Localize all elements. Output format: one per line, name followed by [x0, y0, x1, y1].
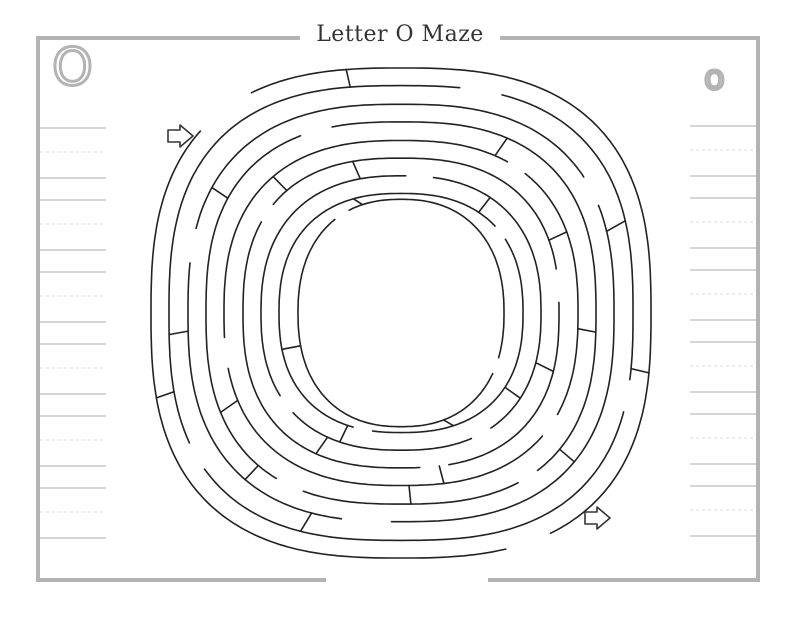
- maze-ring: [242, 157, 560, 469]
- maze-ring: [150, 67, 652, 559]
- uppercase-letter: O: [51, 37, 95, 100]
- maze-wall: [219, 399, 239, 414]
- maze-wall: [244, 464, 260, 481]
- lowercase-letter: o: [703, 57, 727, 100]
- maze-wall: [548, 231, 568, 241]
- maze-wall: [494, 137, 509, 157]
- maze-wall: [315, 436, 329, 455]
- worksheet-title: Letter O Maze: [300, 20, 500, 50]
- maze-ring: [205, 121, 597, 505]
- finish-arrow-icon: [584, 506, 611, 530]
- handwriting-guides-left: [40, 127, 106, 539]
- maze-ring: [187, 103, 615, 523]
- maze-wall: [211, 186, 229, 199]
- maze-wall: [605, 220, 627, 233]
- maze-wall: [442, 419, 455, 427]
- start-arrow-icon: [167, 124, 194, 148]
- maze-wall: [477, 196, 491, 214]
- maze-wall: [576, 327, 597, 333]
- maze-wall: [338, 424, 349, 443]
- maze-wall: [299, 512, 313, 533]
- maze-ring: [223, 139, 579, 487]
- maze-wall: [168, 330, 189, 336]
- maze-wall: [281, 344, 302, 351]
- maze-wall: [438, 465, 445, 485]
- handwriting-guides-right: [690, 125, 756, 537]
- maze-wall: [408, 484, 412, 505]
- maze-ring: [168, 84, 634, 542]
- maze-wall: [155, 390, 175, 399]
- maze-wall: [272, 175, 288, 192]
- maze: [150, 67, 652, 559]
- maze-wall: [558, 448, 576, 463]
- maze-wall: [352, 198, 364, 206]
- maze-wall: [504, 386, 522, 400]
- maze-ring: [260, 175, 542, 451]
- maze-ring: [278, 192, 524, 434]
- page-frame: [36, 36, 760, 582]
- maze-wall: [630, 367, 650, 374]
- maze-wall: [534, 361, 555, 373]
- maze-wall: [351, 160, 362, 180]
- maze-wall: [345, 68, 352, 88]
- maze-ring: [297, 198, 505, 428]
